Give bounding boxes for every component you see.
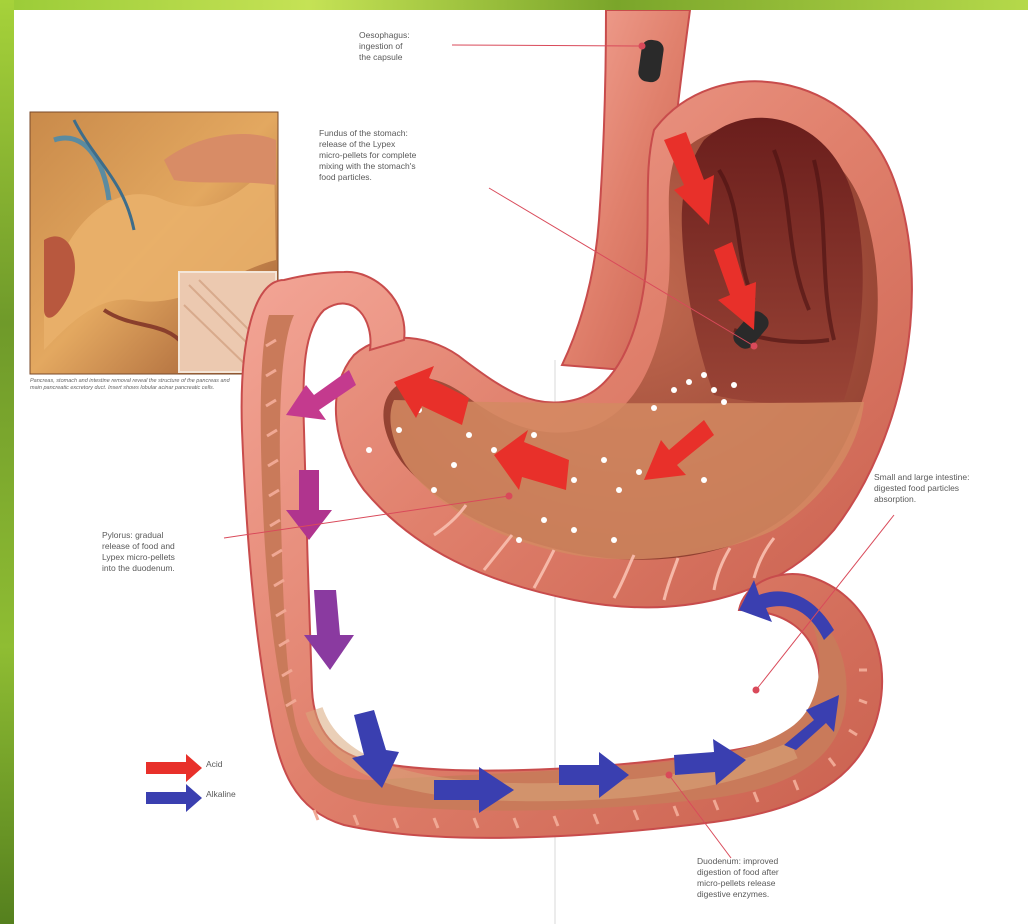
background-frame-left — [0, 0, 14, 924]
background-frame-top — [0, 0, 1028, 10]
diagram-sheet: Oesophagus: ingestion of the capsule Fun… — [14, 10, 1028, 924]
intestine-label: Small and large intestine: digested food… — [874, 472, 1024, 505]
digestive-tract-diagram — [14, 10, 1028, 924]
legend-alkaline-label: Alkaline — [206, 789, 236, 800]
alkaline-arrow-icon — [146, 784, 202, 812]
acid-arrow-icon — [146, 754, 202, 782]
legend-acid-label: Acid — [206, 759, 223, 770]
duodenum-label: Duodenum: improved digestion of food aft… — [697, 856, 847, 900]
pylorus-label: Pylorus: gradual release of food and Lyp… — [102, 530, 230, 574]
oesophagus-label: Oesophagus: ingestion of the capsule — [359, 30, 479, 63]
pancreas-inset — [30, 112, 278, 374]
fundus-label: Fundus of the stomach: release of the Ly… — [319, 128, 489, 183]
stomach — [336, 10, 912, 607]
inset-caption: Pancreas, stomach and intestine removal … — [30, 378, 240, 392]
